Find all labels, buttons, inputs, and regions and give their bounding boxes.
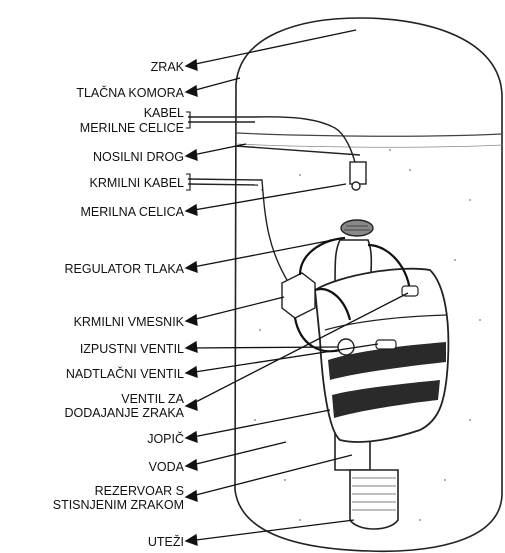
exhaust-valve: [338, 339, 354, 355]
label-zrak: ZRAK: [151, 60, 184, 74]
cable-set: [188, 117, 356, 285]
label-ventil-za-dodajanje-2: DODAJANJE ZRAKA: [65, 406, 184, 420]
label-jopic: JOPIČ: [147, 432, 184, 446]
label-rezervoar-1: REZERVOAR S: [95, 484, 184, 498]
label-tlacna-komora: TLAČNA KOMORA: [76, 86, 184, 100]
label-nosilni-drog: NOSILNI DROG: [93, 150, 184, 164]
water-surface-line: [236, 133, 502, 136]
label-nadtlacni-ventil: NADTLAČNI VENTIL: [66, 367, 184, 381]
measuring-cell: [350, 162, 366, 184]
weights: [350, 470, 398, 529]
label-merilna-celica: MERILNA CELICA: [80, 205, 184, 219]
overpressure-valve: [376, 340, 396, 349]
control-interface-box: [282, 273, 315, 318]
label-utezi: UTEŽI: [148, 535, 184, 549]
label-krmilni-vmesnik: KRMILNI VMESNIK: [74, 315, 184, 329]
label-rezervoar-2: STISNJENIM ZRAKOM: [53, 498, 184, 512]
label-krmilni-kabel: KRMILNI KABEL: [90, 176, 184, 190]
label-voda: VODA: [149, 460, 184, 474]
label-kabel-merilne-celice-2: MERILNE CELICE: [80, 121, 184, 135]
label-kabel-merilne-celice-1: KABEL: [144, 106, 184, 120]
label-ventil-za-dodajanje-1: VENTIL ZA: [121, 392, 184, 406]
label-izpustni-ventil: IZPUSTNI VENTIL: [80, 342, 184, 356]
support-rod: [236, 146, 360, 155]
label-regulator-tlaka: REGULATOR TLAKA: [65, 262, 184, 276]
regulator-knob: [341, 220, 373, 236]
